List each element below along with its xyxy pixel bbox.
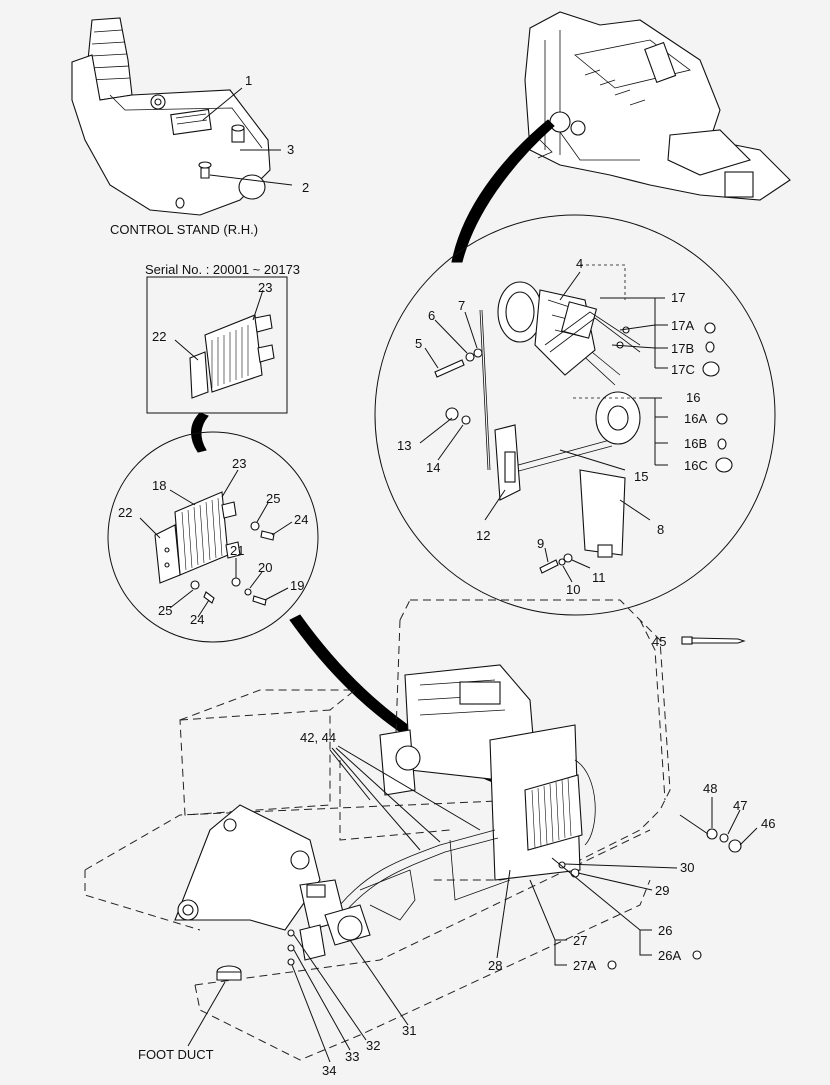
condenser-detail-circle xyxy=(107,431,319,643)
label-8: 8 xyxy=(657,522,664,537)
label-47: 47 xyxy=(733,798,747,813)
label-33: 33 xyxy=(345,1049,359,1064)
label-25-right: 25 xyxy=(266,491,280,506)
serial-no-caption: Serial No. : 20001 ~ 20173 xyxy=(145,262,300,277)
label-42-44: 42, 44 xyxy=(300,730,336,745)
label-16B: 16B xyxy=(684,436,707,451)
label-11: 11 xyxy=(592,570,606,585)
label-25-bottom: 25 xyxy=(158,603,172,618)
label-29: 29 xyxy=(655,883,669,898)
label-16A: 16A xyxy=(684,411,707,426)
label-26A: 26A xyxy=(658,948,681,963)
label-18: 18 xyxy=(152,478,166,493)
label-27A: 27A xyxy=(573,958,596,973)
label-16C: 16C xyxy=(684,458,708,473)
label-22-bottom: 22 xyxy=(118,505,132,520)
label-3: 3 xyxy=(287,142,294,157)
label-24-right: 24 xyxy=(294,512,308,527)
label-30: 30 xyxy=(680,860,694,875)
serial-box-drawing xyxy=(146,276,288,414)
label-48: 48 xyxy=(703,781,717,796)
control-stand-drawing xyxy=(71,17,293,216)
foot-duct-caption: FOOT DUCT xyxy=(138,1047,214,1062)
label-21: 21 xyxy=(230,543,244,558)
label-31: 31 xyxy=(402,1023,416,1038)
label-17A: 17A xyxy=(671,318,694,333)
control-stand-caption: CONTROL STAND (R.H.) xyxy=(110,222,258,237)
machine-assembly-drawing xyxy=(84,599,758,1063)
compressor-detail-circle xyxy=(374,214,776,616)
label-23-bottom: 23 xyxy=(232,456,246,471)
label-17B: 17B xyxy=(671,341,694,356)
label-7: 7 xyxy=(458,298,465,313)
label-17C: 17C xyxy=(671,362,695,377)
label-15: 15 xyxy=(634,469,648,484)
label-10: 10 xyxy=(566,582,580,597)
label-20: 20 xyxy=(258,560,272,575)
label-14: 14 xyxy=(426,460,440,475)
label-23-top: 23 xyxy=(258,280,272,295)
label-4: 4 xyxy=(576,256,583,271)
label-12: 12 xyxy=(476,528,490,543)
label-26: 26 xyxy=(658,923,672,938)
label-6: 6 xyxy=(428,308,435,323)
label-13: 13 xyxy=(397,438,411,453)
detail-pointer-top xyxy=(451,119,555,263)
label-46: 46 xyxy=(761,816,775,831)
label-17: 17 xyxy=(671,290,685,305)
label-28: 28 xyxy=(488,958,502,973)
label-9: 9 xyxy=(537,536,544,551)
label-1: 1 xyxy=(245,73,252,88)
label-2: 2 xyxy=(302,180,309,195)
label-22-top: 22 xyxy=(152,329,166,344)
label-16: 16 xyxy=(686,390,700,405)
label-34: 34 xyxy=(322,1063,336,1078)
label-5: 5 xyxy=(415,336,422,351)
label-45: 45 xyxy=(652,634,666,649)
engine-drawing xyxy=(524,11,791,201)
label-24-bottom: 24 xyxy=(190,612,204,627)
label-27: 27 xyxy=(573,933,587,948)
label-19: 19 xyxy=(290,578,304,593)
label-32: 32 xyxy=(366,1038,380,1053)
cable-tie-drawing xyxy=(681,636,746,645)
